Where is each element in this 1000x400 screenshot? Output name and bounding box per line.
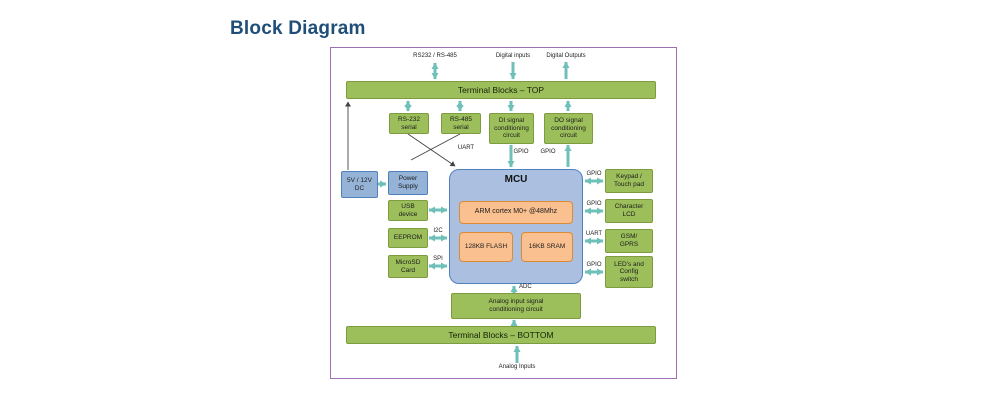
block-character-lcd: Character LCD <box>605 199 653 223</box>
block-power-input: 5V / 12V DC <box>341 171 378 198</box>
label-uart-gsm: UART <box>585 231 603 237</box>
block-flash: 128KB FLASH <box>459 232 513 262</box>
block-sram: 16KB SRAM <box>521 232 573 262</box>
block-eeprom: EEPROM <box>388 228 428 248</box>
label-gpio-keypad: GPIO <box>586 171 602 177</box>
block-rs232-serial: RS-232 serial <box>389 113 429 134</box>
block-diagram-canvas: Terminal Blocks – TOP Terminal Blocks – … <box>330 47 677 379</box>
block-rs485-serial: RS-485 serial <box>441 113 481 134</box>
block-analog-conditioning: Analog input signal conditioning circuit <box>451 293 581 319</box>
label-gpio-lcd: GPIO <box>586 201 602 207</box>
label-spi: SPI <box>433 256 443 262</box>
label-gpio-di: GPIO <box>513 149 529 155</box>
label-gpio-do: GPIO <box>540 149 556 155</box>
page-title: Block Diagram <box>230 18 366 39</box>
block-keypad: Keypad / Touch pad <box>605 169 653 193</box>
line-rs232-uart <box>407 133 456 167</box>
block-usb-device: USB device <box>388 200 428 221</box>
mcu-label: MCU <box>504 174 528 185</box>
block-power-supply: Power Supply <box>388 171 428 195</box>
block-gsm-gprs: GSM/ GPRS <box>605 229 653 253</box>
label-rs232-rs485-top: RS232 / RS-485 <box>413 53 457 59</box>
terminal-blocks-bottom: Terminal Blocks – BOTTOM <box>346 326 656 344</box>
block-microsd-card: MicroSD Card <box>388 255 428 278</box>
label-uart-serial: UART <box>457 145 475 151</box>
block-do-conditioning: DO signal conditioning circuit <box>544 113 593 144</box>
block-di-conditioning: DI signal conditioning circuit <box>489 113 534 144</box>
label-digital-outputs: Digital Outputs <box>546 53 586 59</box>
block-mcu: MCU <box>449 169 583 284</box>
block-leds-config: LED's and Config switch <box>605 256 653 288</box>
line-rs485-uart <box>410 133 461 161</box>
label-i2c: I2C <box>433 228 443 234</box>
connector-arrows <box>345 61 604 363</box>
label-digital-inputs: Digital inputs <box>495 53 531 59</box>
label-adc: ADC <box>519 284 532 290</box>
block-arm-core: ARM cortex M0+ @48Mhz <box>459 201 573 224</box>
label-gpio-leds: GPIO <box>586 262 602 268</box>
terminal-blocks-top: Terminal Blocks – TOP <box>346 81 656 99</box>
label-analog-inputs: Analog Inputs <box>498 364 536 370</box>
